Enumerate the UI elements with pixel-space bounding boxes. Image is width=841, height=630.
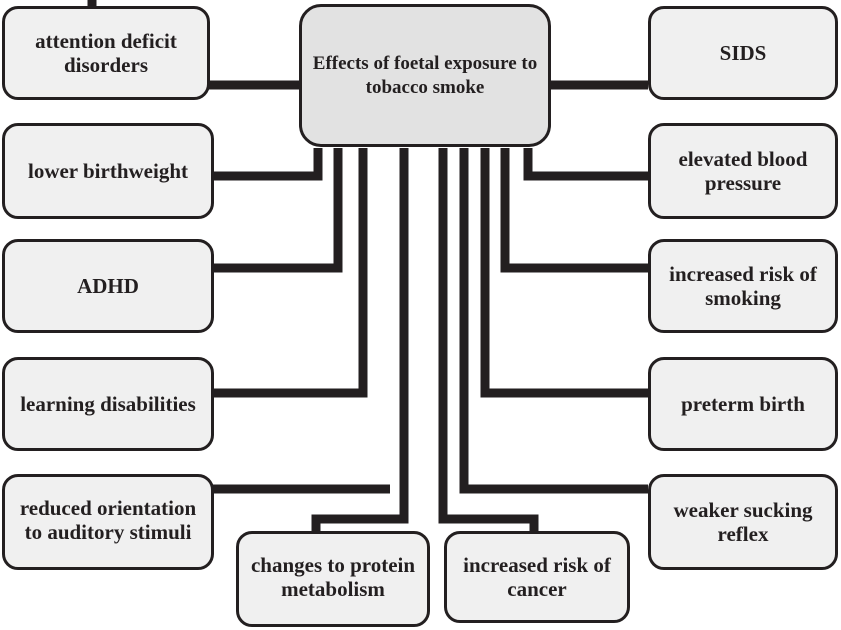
node-elevated-blood-pressure-label: elevated blood pressure xyxy=(678,146,808,195)
connector-weaker-sucking-reflex xyxy=(459,148,648,494)
node-increased-risk-of-smoking[interactable]: increased risk of smoking xyxy=(648,239,838,333)
connector-increased-risk-of-cancer xyxy=(438,148,539,534)
node-changes-to-protein-metabolism[interactable]: changes to protein metabolism xyxy=(236,531,430,627)
node-elevated-blood-pressure[interactable]: elevated blood pressure xyxy=(648,123,838,219)
node-lower-birthweight-label: lower birthweight xyxy=(27,158,188,183)
connector-elevated-blood-pressure xyxy=(523,148,648,181)
node-reduced-orientation-to-auditory-stimuli[interactable]: reduced orientation to auditory stimuli xyxy=(2,474,214,570)
node-increased-risk-of-smoking-label: increased risk of smoking xyxy=(669,261,817,310)
node-preterm-birth[interactable]: preterm birth xyxy=(648,357,838,451)
node-attention-deficit-disorders-label: attention deficit disorders xyxy=(35,28,177,77)
node-increased-risk-of-cancer[interactable]: increased risk of cancer xyxy=(444,531,630,623)
connector-increased-risk-of-smoking xyxy=(500,148,648,273)
node-preterm-birth-label: preterm birth xyxy=(681,391,805,416)
node-reduced-orientation-to-auditory-stimuli-label: reduced orientation to auditory stimuli xyxy=(19,495,197,544)
node-adhd[interactable]: ADHD xyxy=(2,239,214,333)
node-center[interactable]: Effects of foetal exposure to tobacco sm… xyxy=(299,4,551,147)
node-weaker-sucking-reflex-label: weaker sucking reflex xyxy=(673,497,813,546)
node-changes-to-protein-metabolism-label: changes to protein metabolism xyxy=(250,552,416,601)
node-sids-label: SIDS xyxy=(719,40,767,65)
connector-lower-birthweight xyxy=(213,148,323,181)
connector-preterm-birth xyxy=(480,148,648,398)
node-lower-birthweight[interactable]: lower birthweight xyxy=(2,123,214,219)
node-increased-risk-of-cancer-label: increased risk of cancer xyxy=(463,552,611,601)
connector-changes-to-protein-metabolism xyxy=(311,148,409,534)
node-weaker-sucking-reflex[interactable]: weaker sucking reflex xyxy=(648,474,838,570)
node-adhd-label: ADHD xyxy=(77,273,139,298)
node-learning-disabilities[interactable]: learning disabilities xyxy=(2,357,214,451)
node-center-label: Effects of foetal exposure to tobacco sm… xyxy=(312,52,538,98)
connector-learning-disabilities xyxy=(213,148,368,398)
connector-adhd xyxy=(213,148,343,273)
node-learning-disabilities-label: learning disabilities xyxy=(20,391,196,416)
node-sids[interactable]: SIDS xyxy=(648,6,838,100)
node-attention-deficit-disorders[interactable]: attention deficit disorders xyxy=(2,6,210,100)
